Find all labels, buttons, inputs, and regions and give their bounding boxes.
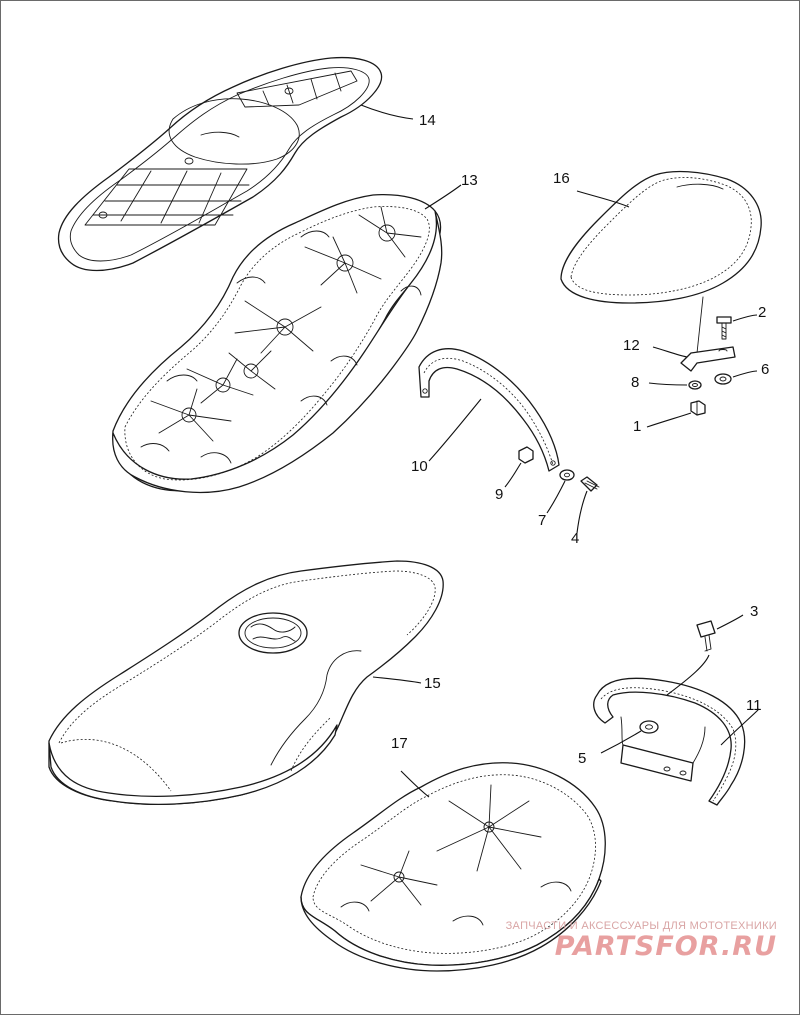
callout-5: 5	[578, 750, 587, 767]
callout-14: 14	[419, 112, 436, 129]
callout-9: 9	[495, 486, 504, 503]
seat-part-16	[560, 170, 762, 354]
seat-part-15	[48, 560, 444, 805]
seat-part-13	[112, 184, 462, 494]
callout-4: 4	[571, 530, 580, 547]
bracket-hardware-group	[646, 314, 758, 428]
callout-15: 15	[424, 675, 441, 692]
callout-17: 17	[391, 735, 408, 752]
callout-1: 1	[633, 418, 642, 435]
callout-7: 7	[538, 512, 547, 529]
callout-16: 16	[553, 170, 570, 187]
watermark-caption: ЗАПЧАСТИ И АКСЕССУАРЫ ДЛЯ МОТОТЕХНИКИ	[505, 920, 777, 932]
callout-13: 13	[461, 172, 478, 189]
callout-6: 6	[761, 361, 770, 378]
callout-2: 2	[758, 304, 767, 321]
strap-part-11	[593, 614, 760, 806]
callout-12: 12	[623, 337, 640, 354]
strap-part-10	[418, 348, 600, 534]
partsfor-watermark: ЗАПЧАСТИ И АКСЕССУАРЫ ДЛЯ МОТОТЕХНИКИ PA…	[506, 920, 777, 962]
callout-10: 10	[411, 458, 428, 475]
callout-11: 11	[746, 697, 762, 714]
callout-3: 3	[750, 603, 759, 620]
callout-8: 8	[631, 374, 640, 391]
seat-part-14	[57, 56, 414, 272]
seat-part-17	[300, 762, 606, 972]
watermark-brand-logo: PARTSFOR.RU	[554, 931, 777, 962]
